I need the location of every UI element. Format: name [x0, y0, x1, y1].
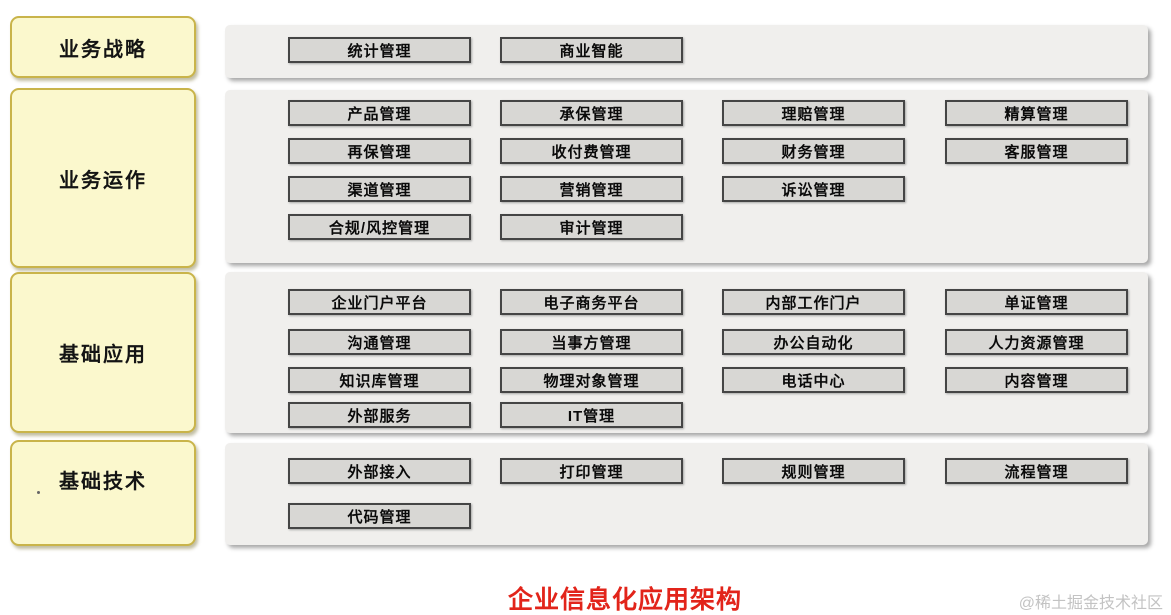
module-chip: 企业门户平台 — [288, 289, 471, 315]
layer-panel-basic-technology: 外部接入 打印管理 规则管理 流程管理代码管理 — [225, 443, 1148, 545]
layer-box-basic-applications: 基础应用 — [10, 272, 196, 433]
module-chip: 人力资源管理 — [945, 329, 1128, 355]
module-chip: 单证管理 — [945, 289, 1128, 315]
module-chip: 再保管理 — [288, 138, 471, 164]
layer-box-business-operations: 业务运作 — [10, 88, 196, 268]
module-chip: IT管理 — [500, 402, 683, 428]
module-chip: 审计管理 — [500, 214, 683, 240]
module-chip: 电话中心 — [722, 367, 905, 393]
module-chip: 理赔管理 — [722, 100, 905, 126]
module-chip: 合规/风控管理 — [288, 214, 471, 240]
module-chip: 渠道管理 — [288, 176, 471, 202]
module-chip: 代码管理 — [288, 503, 471, 529]
layer-box-business-strategy: 业务战略 — [10, 16, 196, 78]
module-chip: 当事方管理 — [500, 329, 683, 355]
module-chip: 流程管理 — [945, 458, 1128, 484]
module-chip: 财务管理 — [722, 138, 905, 164]
module-chip: 内部工作门户 — [722, 289, 905, 315]
module-chip: 物理对象管理 — [500, 367, 683, 393]
module-chip: 统计管理 — [288, 37, 471, 63]
module-chip: 打印管理 — [500, 458, 683, 484]
module-chip: 客服管理 — [945, 138, 1128, 164]
module-chip: 精算管理 — [945, 100, 1128, 126]
dot-artifact — [37, 491, 40, 494]
module-chip: 产品管理 — [288, 100, 471, 126]
layer-label: 业务战略 — [59, 38, 147, 61]
layer-panel-business-strategy: 统计管理 商业智能 — [225, 25, 1148, 78]
module-chip: 收付费管理 — [500, 138, 683, 164]
module-chip: 沟通管理 — [288, 329, 471, 355]
module-chip: 办公自动化 — [722, 329, 905, 355]
module-chip: 营销管理 — [500, 176, 683, 202]
layer-label: 基础应用 — [59, 344, 147, 366]
module-chip: 诉讼管理 — [722, 176, 905, 202]
module-chip: 外部接入 — [288, 458, 471, 484]
module-chip: 规则管理 — [722, 458, 905, 484]
layer-label: 基础技术 — [59, 470, 147, 493]
module-chip: 外部服务 — [288, 402, 471, 428]
module-chip: 商业智能 — [500, 37, 683, 63]
module-chip: 知识库管理 — [288, 367, 471, 393]
diagram-title: 企业信息化应用架构 — [508, 586, 743, 614]
module-chip: 内容管理 — [945, 367, 1128, 393]
module-chip: 电子商务平台 — [500, 289, 683, 315]
layer-label: 业务运作 — [59, 169, 147, 192]
layer-panel-business-operations: 产品管理 承保管理 理赔管理 精算管理再保管理 收付费管理 财务管理 客服管理渠道管理 营销管… — [225, 90, 1148, 263]
module-chip: 承保管理 — [500, 100, 683, 126]
layer-box-basic-technology: 基础技术 — [10, 440, 196, 546]
layer-panel-basic-applications: 企业门户平台 电子商务平台 内部工作门户 单证管理沟通管理 当事方管理 办公自动化 人力资源… — [225, 272, 1148, 433]
watermark: @稀土掘金技术社区 — [1018, 595, 1163, 612]
